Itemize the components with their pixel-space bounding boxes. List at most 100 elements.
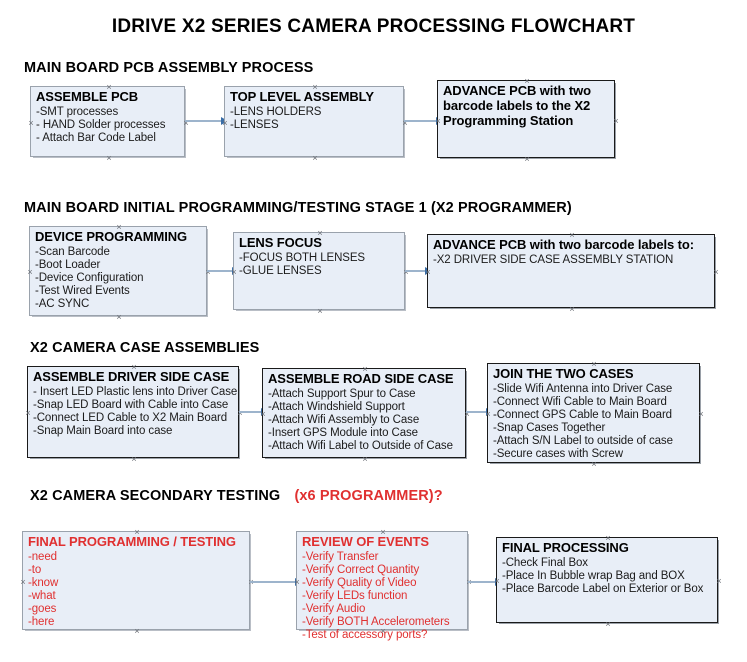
section-label: X2 CAMERA SECONDARY TESTING [30,488,281,504]
connector-top-level-to-advance-pcb [404,117,443,125]
resize-handle-bottom[interactable] [568,305,577,314]
box-header: REVIEW OF EVENTS [302,534,429,549]
page-title: IDRIVE X2 SERIES CAMERA PROCESSING FLOWC… [111,16,636,37]
box-item: -Attach Windshield Support [268,400,405,413]
box-advance-pcb-driver-side[interactable]: ADVANCE PCB with two barcode labels to: … [427,234,715,308]
box-lens-focus[interactable]: LENS FOCUS -FOCUS BOTH LENSES -GLUE LENS… [233,232,405,310]
box-item: -Attach Wifi Label to Outside of Case [268,440,453,453]
box-item: -Verify Transfer [302,550,379,563]
box-item: -goes [28,603,57,616]
box-header: LENS FOCUS [239,235,322,250]
resize-handle-bottom[interactable] [130,455,139,464]
box-item: -GLUE LENSES [239,264,322,277]
box-top-level-assembly[interactable]: TOP LEVEL ASSEMBLY -LENS HOLDERS -LENSES [224,86,404,157]
box-final-processing[interactable]: FINAL PROCESSING -Check Final Box -Place… [496,537,718,623]
box-item: -Attach S/N Label to outside of case [493,435,673,448]
section-heading-x2-camera-secondary-testing: X2 CAMERA SECONDARY TESTING (x6 PROGRAMM… [30,488,443,504]
box-item: -Snap LED Board with Cable into Case [33,398,229,411]
connector-lens-focus-to-advance-pcb [405,267,432,275]
box-item: -Snap Main Board into case [33,425,173,438]
box-header: ASSEMBLE PCB [36,89,139,104]
box-item: - Insert LED Plastic lens into Driver Ca… [33,385,238,398]
connector-review-of-events-to-final-processing [468,578,502,586]
section-heading-main-board-pcb-assembly: MAIN BOARD PCB ASSEMBLY PROCESS [24,60,313,76]
box-item: -Scan Barcode [35,245,110,258]
box-device-programming[interactable]: DEVICE PROGRAMMING -Scan Barcode -Boot L… [29,226,207,316]
box-item: -what [28,590,56,603]
box-header: ADVANCE PCB with two barcode labels to: [433,237,694,252]
box-item: -Device Configuration [35,272,144,285]
resize-handle-right[interactable] [236,409,245,418]
box-item: -Secure cases with Screw [493,448,623,461]
resize-handle-right[interactable] [712,268,721,277]
box-item: -Place In Bubble wrap Bag and BOX [502,569,685,582]
box-item: -X2 DRIVER SIDE CASE ASSEMBLY STATION [433,253,674,266]
box-item: -LENSES [230,118,279,131]
box-item: -Verify Correct Quantity [302,563,420,576]
box-item: -to [28,563,42,576]
box-header: ASSEMBLE DRIVER SIDE CASE [33,369,230,384]
box-item: -Test Wired Events [35,285,130,298]
resize-handle-left[interactable] [19,578,28,587]
box-item: -here [28,616,55,629]
box-header: JOIN THE TWO CASES [493,366,634,381]
box-item: - HAND Solder processes [36,118,166,131]
box-item: -Verify Audio [302,603,366,616]
box-item: -know [28,577,59,590]
box-item: -Connect GPS Cable to Main Board [493,409,672,422]
box-assemble-driver-side-case[interactable]: ASSEMBLE DRIVER SIDE CASE - Insert LED P… [27,366,239,458]
box-header: TOP LEVEL ASSEMBLY [230,89,374,104]
box-final-programming-testing[interactable]: FINAL PROGRAMMING / TESTING -need -to -k… [22,531,250,630]
resize-handle-right[interactable] [204,268,213,277]
box-join-the-two-cases[interactable]: JOIN THE TWO CASES -Slide Wifi Antenna i… [487,363,700,463]
box-header: ASSEMBLE ROAD SIDE CASE [268,371,454,386]
connector-final-programming-to-review-of-events [250,578,302,586]
box-header: ADVANCE PCB with two barcode labels to t… [443,83,591,128]
resize-handle-bottom[interactable] [523,155,532,164]
box-header: DEVICE PROGRAMMING [35,229,188,244]
resize-handle-bottom[interactable] [316,307,325,316]
connector-driver-side-to-road-side [239,408,268,416]
section-label: X2 CAMERA CASE ASSEMBLIES [30,340,260,356]
section-label-red: (x6 PROGRAMMER)? [294,488,443,504]
box-item: -FOCUS BOTH LENSES [239,251,365,264]
box-assemble-pcb[interactable]: ASSEMBLE PCB -SMT processes - HAND Solde… [30,86,185,157]
resize-handle-bottom[interactable] [311,154,320,163]
resize-handle-bottom[interactable] [105,154,114,163]
resize-handle-left[interactable] [27,119,36,128]
resize-handle-right[interactable] [612,117,621,126]
box-item: -SMT processes [36,105,119,118]
box-item: -Attach Wifi Assembly to Case [268,414,420,427]
box-item: -Connect Wifi Cable to Main Board [493,395,667,408]
box-item: - Attach Bar Code Label [36,132,156,145]
resize-handle-bottom[interactable] [115,313,124,322]
box-item-overflow: -Test of accessory ports? [302,629,428,641]
section-label: MAIN BOARD PCB ASSEMBLY PROCESS [24,60,314,76]
connector-device-programming-to-lens-focus [207,267,239,275]
resize-handle-right[interactable] [697,410,706,419]
box-item: -Attach Support Spur to Case [268,387,416,400]
resize-handle-left[interactable] [24,409,33,418]
resize-handle-right[interactable] [402,268,411,277]
box-item: -Place Barcode Label on Exterior or Box [502,583,704,596]
box-item: -LENS HOLDERS [230,105,322,118]
resize-handle-right[interactable] [715,577,724,586]
resize-handle-bottom[interactable] [604,620,613,629]
box-header: FINAL PROGRAMMING / TESTING [28,534,236,549]
resize-handle-left[interactable] [26,268,35,277]
box-item: -Slide Wifi Antenna into Driver Case [493,382,673,395]
resize-handle-left[interactable] [230,268,239,277]
connector-assemble-pcb-to-top-level [185,117,228,125]
section-heading-x2-camera-case-assemblies: X2 CAMERA CASE ASSEMBLIES [30,340,259,356]
box-item: -Insert GPS Module into Case [268,427,418,440]
box-item: -Snap Cases Together [493,422,606,435]
section-heading-main-board-initial-programming: MAIN BOARD INITIAL PROGRAMMING/TESTING S… [24,200,572,216]
section-label: MAIN BOARD INITIAL PROGRAMMING/TESTING S… [24,200,572,216]
box-review-of-events[interactable]: REVIEW OF EVENTS -Verify Transfer -Verif… [296,531,468,641]
box-item: -Check Final Box [502,556,588,569]
box-item: -need [28,550,57,563]
box-assemble-road-side-case[interactable]: ASSEMBLE ROAD SIDE CASE -Attach Support … [262,368,466,458]
box-advance-pcb-programming-station[interactable]: ADVANCE PCB with two barcode labels to t… [437,80,615,158]
resize-handle-bottom[interactable] [361,455,370,464]
